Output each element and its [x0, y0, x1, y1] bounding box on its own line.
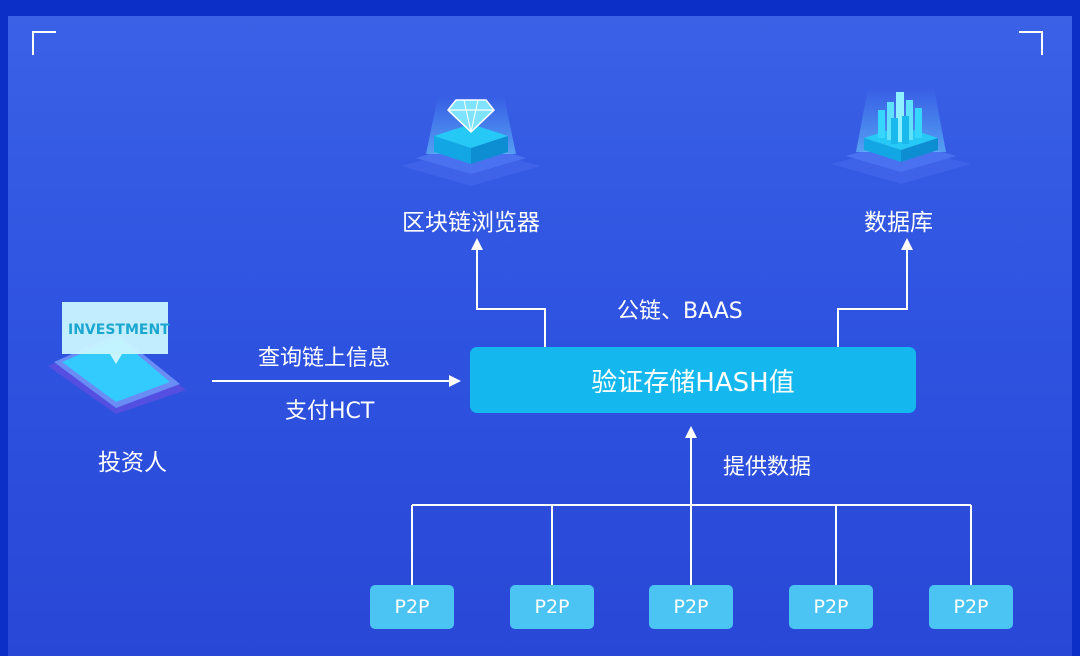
connector-lines [212, 238, 972, 585]
p2p-node-1: P2P [370, 585, 454, 629]
query-chain-info-label: 查询链上信息 [258, 346, 391, 371]
database-label: 数据库 [864, 210, 933, 236]
p2p-node-3: P2P [649, 585, 733, 629]
investment-card-text: INVESTMENT [68, 322, 170, 338]
arrow-hash-to-browser [471, 238, 546, 347]
corner-bracket-top-right [1019, 31, 1043, 55]
p2p-node-2: P2P [510, 585, 594, 629]
p2p-node-5: P2P [929, 585, 1013, 629]
investor-label: 投资人 [98, 450, 167, 476]
pay-hct-label: 支付HCT [285, 399, 375, 424]
blockchain-browser-label: 区块链浏览器 [402, 210, 540, 236]
verify-hash-node: 验证存储HASH值 [470, 347, 916, 413]
database-icon [831, 88, 971, 184]
corner-bracket-top-left [32, 31, 56, 55]
diamond-icon [401, 96, 541, 186]
public-chain-baas-label: 公链、BAAS [617, 299, 743, 324]
phone-icon [48, 302, 186, 414]
arrow-hash-to-database [837, 238, 913, 347]
diagram-stage: INVESTMENT 区块链浏览器 数据库 投资人 查询链上信息 支付HCT 公… [8, 16, 1072, 656]
provide-data-label: 提供数据 [723, 455, 812, 480]
p2p-node-4: P2P [789, 585, 873, 629]
